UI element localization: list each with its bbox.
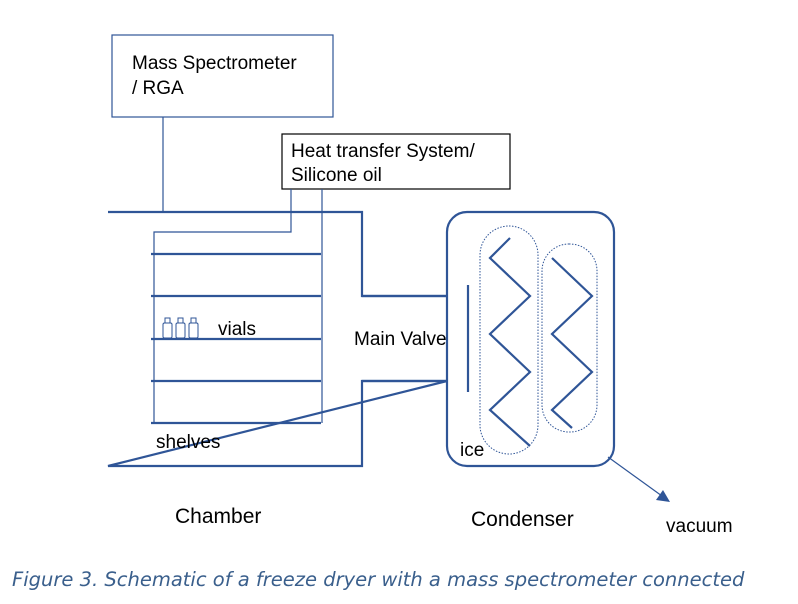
- ice-layer-outline: [479, 225, 539, 455]
- heat-transfer-feed-line: [153, 189, 292, 423]
- condenser-coil-2: [550, 257, 594, 429]
- heat-transfer-box: [281, 133, 511, 190]
- main-valve-label: Main Valve: [354, 329, 447, 350]
- mass-spectrometer-label-line1: Mass Spectrometer: [132, 53, 297, 74]
- vacuum-label: vacuum: [666, 516, 733, 537]
- vials-label: vials: [218, 319, 256, 340]
- figure-caption: Figure 3. Schematic of a freeze dryer wi…: [12, 568, 745, 591]
- mass-spectrometer-label-line2: / RGA: [132, 78, 184, 99]
- shelves: [151, 252, 321, 425]
- heat-transfer-label-line1: Heat transfer System/: [291, 141, 475, 162]
- chamber-label: Chamber: [175, 505, 261, 528]
- shelves-label: shelves: [156, 432, 220, 453]
- vacuum-arrow-head-icon: [656, 490, 670, 502]
- condenser-outline: [445, 210, 616, 468]
- ice-label: ice: [460, 440, 484, 461]
- vial-icon: [188, 317, 199, 339]
- vacuum-arrow-line: [607, 456, 663, 497]
- vials: [162, 317, 199, 339]
- heat-transfer-label-line2: Silicone oil: [291, 165, 382, 186]
- vial-icon: [162, 317, 173, 339]
- condenser-coil-1: [488, 237, 532, 447]
- mass-spectrometer-box: [111, 34, 334, 118]
- coil-2-outline: [541, 243, 598, 433]
- vial-icon: [175, 317, 186, 339]
- condenser-label: Condenser: [471, 508, 574, 531]
